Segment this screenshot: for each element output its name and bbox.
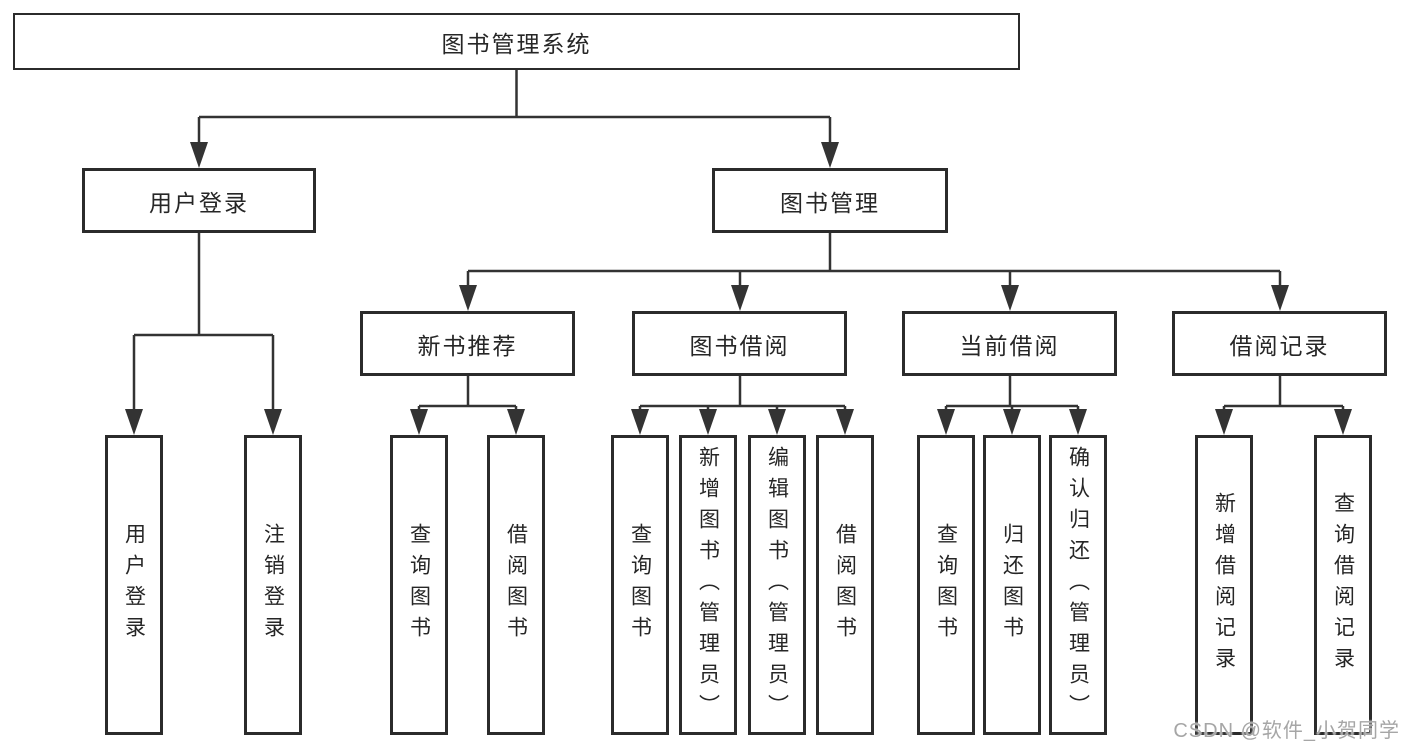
node-borrowing-records: 借阅记录 — [1172, 311, 1387, 376]
leaf-borrow-books-recommend: 借阅图书 — [487, 435, 545, 735]
leaf-label: 查询借阅记录 — [1331, 492, 1355, 678]
leaf-add-borrowing-record: 新增借阅记录 — [1195, 435, 1253, 735]
node-library-management-system: 图书管理系统 — [13, 13, 1020, 70]
leaf-confirm-return-admin: 确认归还（管理员） — [1049, 435, 1107, 735]
leaf-add-books-admin: 新增图书（管理员） — [679, 435, 737, 735]
leaf-label: 用户登录 — [122, 523, 146, 647]
leaf-logout: 注销登录 — [244, 435, 302, 735]
leaf-label: 新增图书（管理员） — [696, 445, 720, 725]
leaf-label: 归还图书 — [1000, 523, 1024, 647]
leaf-label: 查询图书 — [934, 523, 958, 647]
node-book-management: 图书管理 — [712, 168, 948, 233]
leaf-edit-books-admin: 编辑图书（管理员） — [748, 435, 806, 735]
leaf-label: 借阅图书 — [833, 523, 857, 647]
node-user-login: 用户登录 — [82, 168, 316, 233]
node-new-book-recommendation: 新书推荐 — [360, 311, 575, 376]
leaf-query-books-recommend: 查询图书 — [390, 435, 448, 735]
leaf-user-login: 用户登录 — [105, 435, 163, 735]
node-current-borrowing: 当前借阅 — [902, 311, 1117, 376]
leaf-label: 借阅图书 — [504, 523, 528, 647]
leaf-query-books-borrowing: 查询图书 — [611, 435, 669, 735]
leaf-label: 确认归还（管理员） — [1066, 445, 1090, 725]
leaf-borrow-books-borrowing: 借阅图书 — [816, 435, 874, 735]
leaf-label: 查询图书 — [407, 523, 431, 647]
leaf-label: 编辑图书（管理员） — [765, 445, 789, 725]
leaf-return-books: 归还图书 — [983, 435, 1041, 735]
leaf-label: 注销登录 — [261, 523, 285, 647]
leaf-query-books-current: 查询图书 — [917, 435, 975, 735]
csdn-watermark: CSDN @软件_小贺同学 — [1173, 720, 1400, 742]
node-book-borrowing: 图书借阅 — [632, 311, 847, 376]
leaf-label: 查询图书 — [628, 523, 652, 647]
leaf-query-borrowing-record: 查询借阅记录 — [1314, 435, 1372, 735]
leaf-label: 新增借阅记录 — [1212, 492, 1236, 678]
